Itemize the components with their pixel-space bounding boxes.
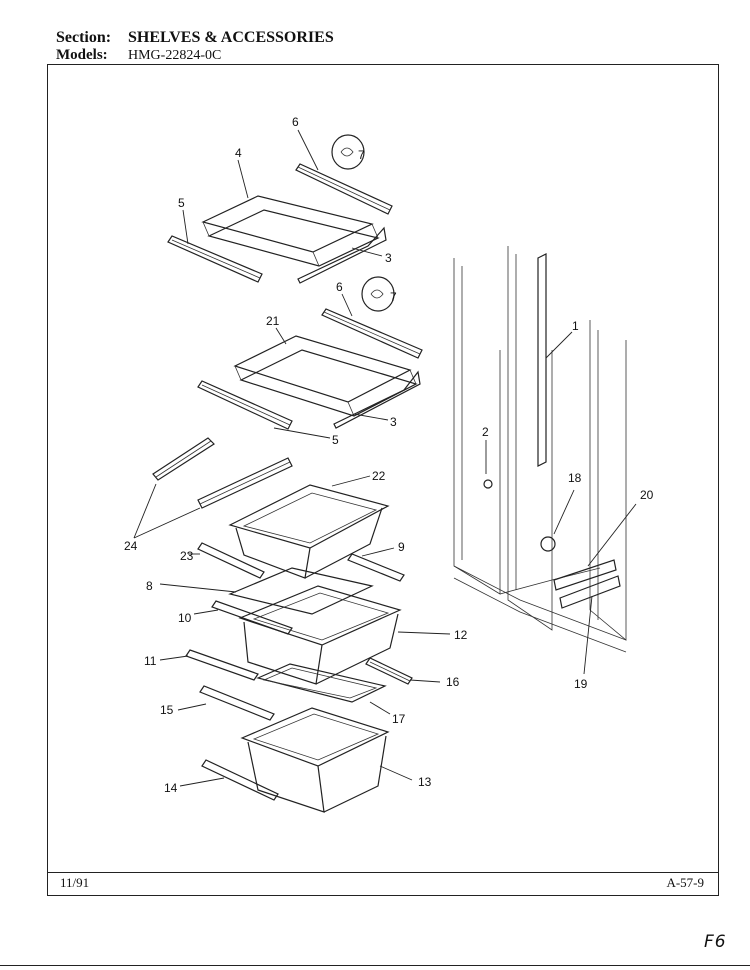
callout-16: 16: [446, 675, 460, 689]
section-header: Section: SHELVES & ACCESSORIES: [56, 30, 334, 46]
callout-18: 18: [568, 471, 582, 485]
cabinet-liner: [453, 246, 627, 653]
callout-7a: 7: [358, 148, 365, 162]
trim-strip-5a: [167, 235, 263, 283]
cover-17: [256, 663, 387, 703]
pan-22-rim: [228, 484, 390, 549]
models-header: Models: HMG-22824-0C: [56, 47, 221, 64]
cover-8: [228, 567, 374, 615]
rail-24a: [152, 437, 215, 481]
screw-2: [483, 479, 493, 489]
glass-shelf-4: [201, 195, 374, 253]
callout-1: 1: [572, 319, 579, 333]
clip-20: [553, 559, 617, 591]
callout-6b: 6: [336, 280, 343, 294]
models-label: Models:: [56, 47, 108, 63]
pan-12: [238, 585, 402, 685]
trim-strip-6a: [295, 163, 393, 215]
top-shelf-assembly: [167, 134, 393, 284]
footer-date: 11/91: [60, 875, 90, 890]
callout-10: 10: [178, 611, 192, 625]
rail-19: [559, 575, 621, 609]
callout-9: 9: [398, 540, 405, 554]
pan-13-rim: [240, 707, 390, 767]
callout-17: 17: [392, 712, 406, 726]
callout-3a: 3: [385, 251, 392, 265]
leader-lines: [133, 129, 637, 787]
callout-5a: 5: [178, 196, 185, 210]
knob-18: [540, 536, 556, 552]
shelf-frame-middle: [239, 349, 418, 417]
callout-20: 20: [640, 488, 654, 502]
pan-12-rim: [238, 585, 402, 646]
handwritten-mark: F6: [704, 932, 727, 952]
callout-12: 12: [454, 628, 468, 642]
shelf-bracket-3b: [333, 370, 421, 429]
callout-8: 8: [146, 579, 153, 593]
diagram-frame: 11/91 A-57-9: [47, 64, 719, 896]
shelf-bracket-3a: [297, 226, 387, 284]
shelf-frame-top: [207, 209, 380, 267]
rail-24b: [197, 457, 293, 509]
section-value: SHELVES & ACCESSORIES: [128, 29, 334, 46]
callout-labels: 6 7 4 5 3 6 7 21 3 5 1 2 22 24 23 9 18 2…: [124, 115, 654, 795]
models-value: HMG-22824-0C: [128, 48, 222, 63]
clip-7b: [361, 276, 395, 312]
clip-7a: [331, 134, 365, 170]
drawer-rails-24: [152, 437, 293, 509]
bottom-rule: [0, 965, 750, 966]
strip-23: [197, 542, 265, 579]
callout-11: 11: [144, 654, 157, 668]
callout-4: 4: [235, 146, 242, 160]
footer-page-code: A-57-9: [666, 875, 704, 890]
callout-19: 19: [574, 677, 588, 691]
section-label: Section:: [56, 29, 112, 46]
rail-1: [537, 253, 547, 467]
callout-13: 13: [418, 775, 432, 789]
trim-strip-5b: [197, 380, 293, 430]
strip-16: [365, 657, 413, 685]
callout-22: 22: [372, 469, 386, 483]
strip-9: [347, 553, 405, 582]
callout-21: 21: [266, 314, 280, 328]
callout-23: 23: [180, 549, 194, 563]
strip-14: [201, 759, 279, 801]
pan-22: [228, 484, 390, 579]
callout-5b: 5: [332, 433, 339, 447]
callout-6a: 6: [292, 115, 299, 129]
callout-24: 24: [124, 539, 138, 553]
callout-3b: 3: [390, 415, 397, 429]
footer-bar: 11/91 A-57-9: [48, 872, 718, 895]
trim-strip-6b: [321, 308, 423, 359]
pan-13: [240, 707, 390, 813]
second-shelf-assembly: [197, 276, 423, 430]
callout-15: 15: [160, 703, 174, 717]
strip-11: [185, 649, 259, 681]
callout-7b: 7: [390, 290, 397, 304]
callout-2: 2: [482, 425, 489, 439]
glass-shelf-21: [233, 335, 412, 403]
strip-15: [199, 685, 275, 721]
callout-14: 14: [164, 781, 178, 795]
